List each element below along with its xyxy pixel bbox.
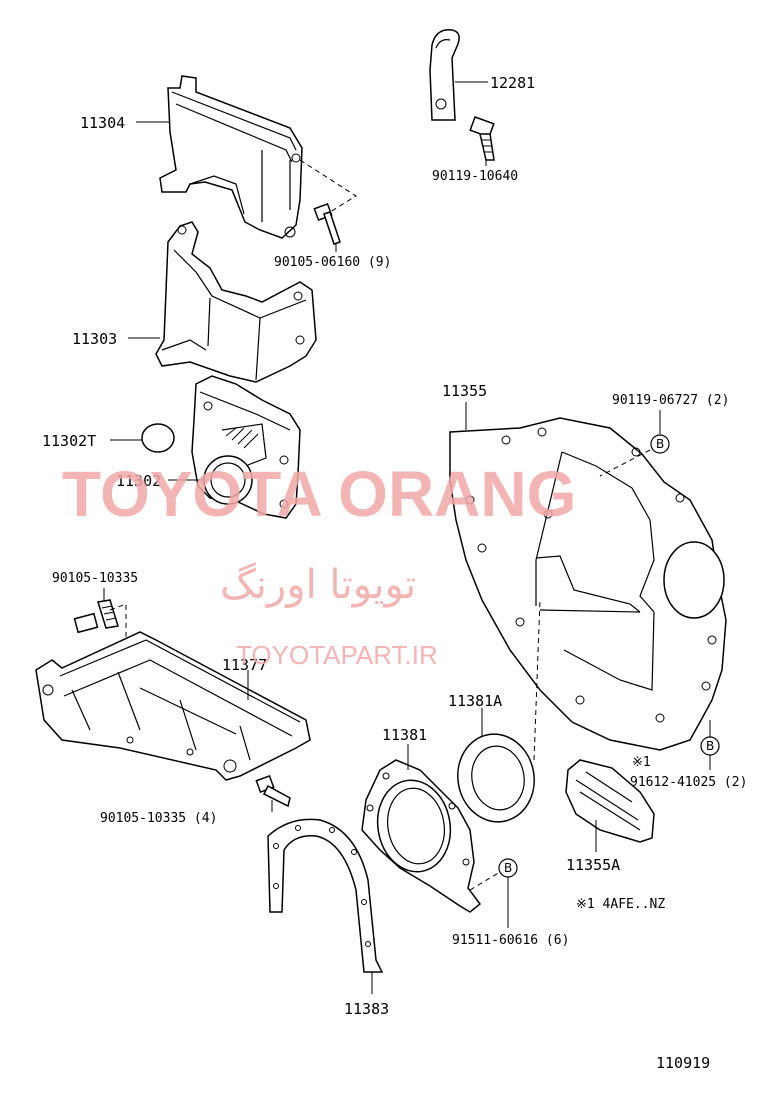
stiffener-11377 [35,631,311,781]
callout-b-top-text: B [656,437,664,451]
cover-11303 [155,221,317,383]
label-11381A: 11381A [448,692,502,710]
watermark-line2: تویوتا اورنگ [220,562,416,608]
callout-b-right-text: B [706,739,714,753]
label-90105-06160: 90105-06160 (9) [274,255,391,270]
note-1: ※1 4AFE..NZ [576,897,665,912]
label-11377: 11377 [222,656,267,674]
label-11303: 11303 [72,330,117,348]
label-11355: 11355 [442,382,487,400]
watermark-line1: TOYOTA ORANG [62,458,576,530]
bracket-12281 [429,29,460,121]
case-11302 [191,375,301,519]
label-11302: 11302 [116,472,161,490]
watermark-line3: TOYOTAPART.IR [236,640,438,670]
retainer-11381 [361,759,482,913]
label-90105-10335-a: 90105-10335 [52,571,138,586]
figure-number: 110919 [656,1054,710,1072]
label-12281: 12281 [490,74,535,92]
bolt-90105-06160 [313,203,341,245]
callout-b-top [650,434,670,454]
bolt-90119-10640 [469,116,495,161]
plug-11302T [141,423,175,453]
gasket-11383 [267,818,384,973]
dash-11304-bolt [299,159,357,213]
label-11381: 11381 [382,726,427,744]
cover-11304 [159,75,303,239]
cover-11355A [565,759,655,843]
label-11383: 11383 [344,1000,389,1018]
label-11304: 11304 [80,114,125,132]
plate-11355 [449,417,727,751]
label-91612-41025: 91612-41025 (2) [630,775,747,790]
bolt-90105-10335-b [255,775,291,808]
dash-b-top [599,449,651,477]
seal-11381A [457,733,535,823]
bolt-90105-10335-a [73,599,119,634]
mark-1: ※1 [632,755,651,770]
label-11302T: 11302T [42,432,96,450]
label-90105-10335-b: 90105-10335 (4) [100,811,217,826]
label-90119-10640: 90119-10640 [432,169,518,184]
dash-b-bottom [469,871,501,891]
label-11355A: 11355A [566,856,620,874]
callout-b-bottom-text: B [504,861,512,875]
label-91511-60616: 91511-60616 (6) [452,933,569,948]
label-90119-06727: 90119-06727 (2) [612,393,729,408]
